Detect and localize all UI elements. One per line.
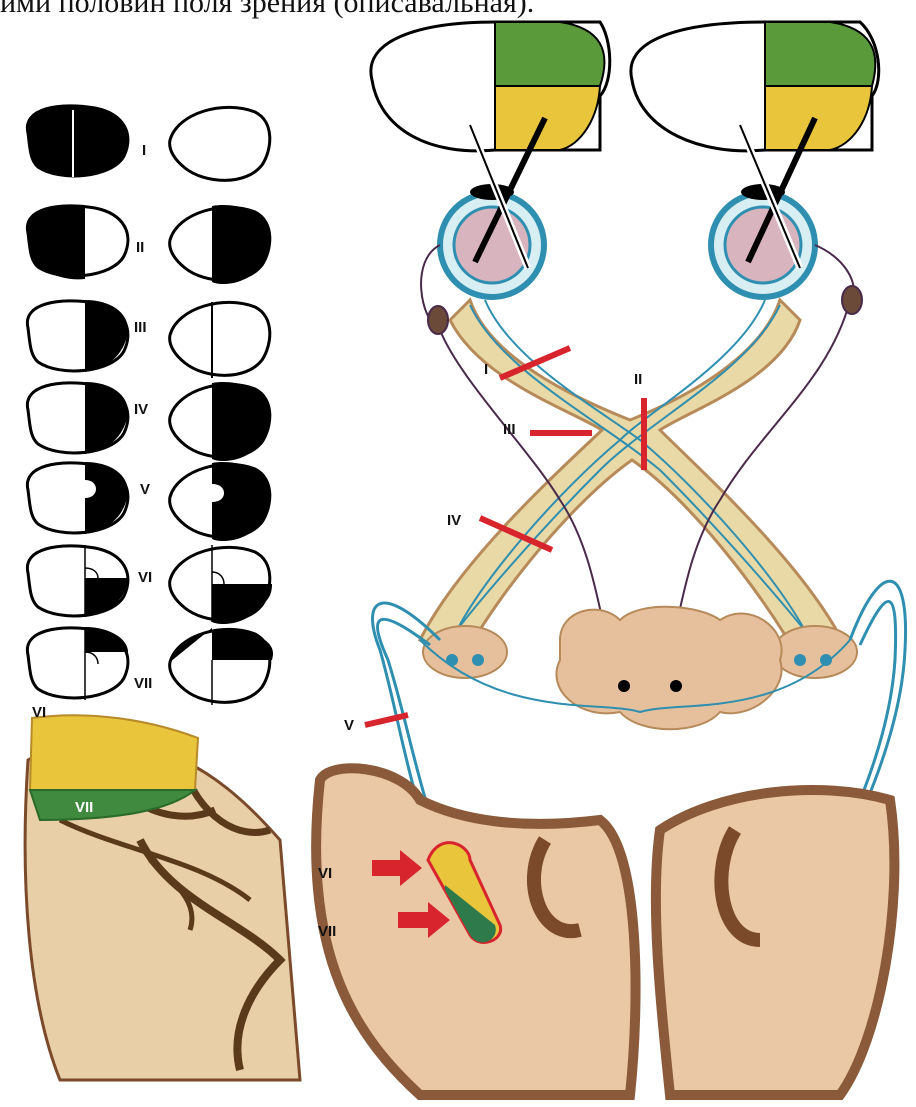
right-eye-field: [170, 107, 270, 180]
lesion-label-iii: III: [503, 421, 516, 438]
field-row-v: V: [27, 462, 269, 541]
field-row-label: IV: [134, 401, 148, 418]
lesion-label-iv: IV: [447, 512, 461, 529]
inset-label-vi: VI: [32, 704, 46, 721]
right-eyeball: [711, 184, 815, 297]
field-row-i: I: [27, 106, 269, 181]
upper-temporal-quadrant: [495, 22, 604, 86]
lesion-bar-v: [365, 715, 408, 725]
occipital-section: [316, 768, 894, 1095]
field-row-label: I: [142, 142, 146, 159]
upper-calcarine-zone: [30, 715, 198, 790]
field-row-vii: VII: [27, 627, 273, 705]
right-eye-field: [170, 628, 273, 662]
calcarine-cortex-inset: VI VII: [25, 704, 300, 1080]
field-row-iv: IV: [27, 382, 269, 461]
field-row-ii: II: [27, 205, 269, 284]
field-row-label: II: [136, 239, 144, 256]
left-eye-field: [27, 106, 128, 176]
cortex-label-vi: VI: [318, 865, 332, 882]
cortex-label-vii: VII: [318, 923, 336, 940]
field-row-label: V: [140, 481, 150, 498]
field-row-iii: III: [27, 300, 269, 378]
field-row-label: VI: [138, 569, 152, 586]
inset-label-vii: VII: [75, 799, 93, 816]
field-row-label: III: [134, 319, 147, 336]
left-visual-field: [371, 22, 610, 151]
visual-field-defects: I II III IV: [27, 106, 273, 705]
field-row-label: VII: [134, 675, 152, 692]
right-visual-field: [631, 22, 879, 151]
lesion-label-v: V: [344, 717, 354, 734]
lesion-label-ii: II: [634, 371, 642, 388]
left-eyeball: [440, 184, 544, 297]
right-eye-field: [170, 302, 270, 375]
lesion-label-i: I: [484, 361, 488, 378]
upper-temporal-quadrant: [765, 22, 875, 86]
field-row-vi: VI: [27, 545, 272, 624]
